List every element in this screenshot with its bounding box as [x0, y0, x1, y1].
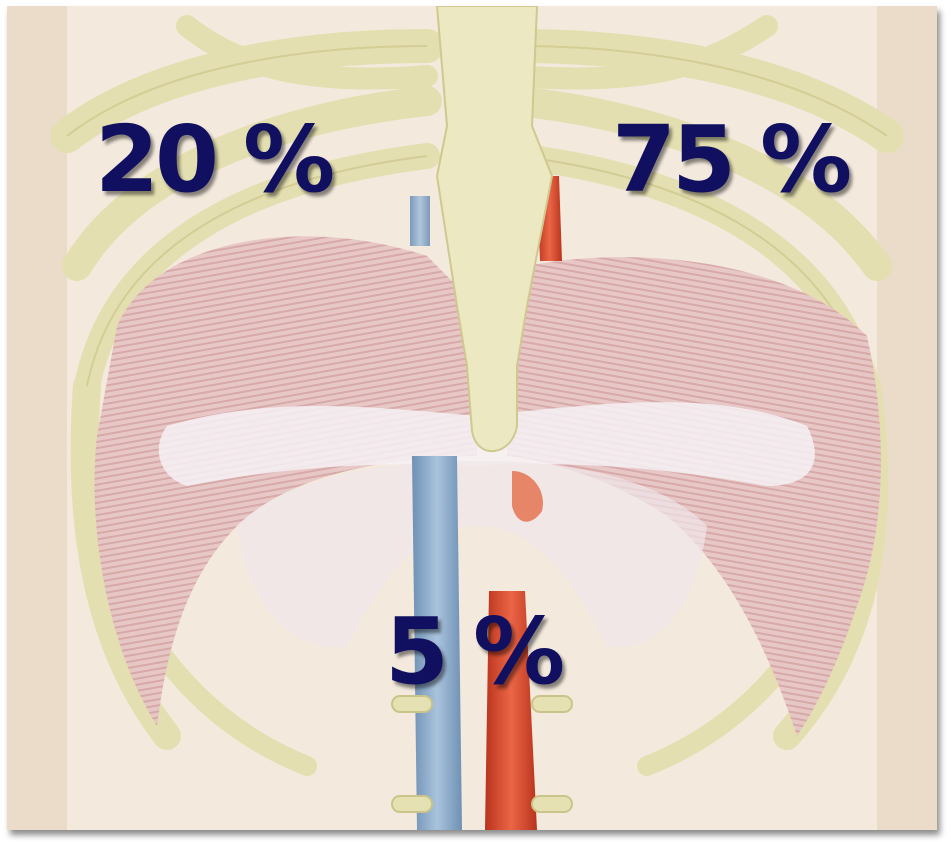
- illustration-frame: 20 % 75 % 5 %: [7, 6, 937, 830]
- percentage-label-right: 75 %: [612, 114, 848, 206]
- percentage-label-bottom: 5 %: [385, 606, 561, 698]
- percentage-label-left: 20 %: [95, 114, 331, 206]
- vena-cava: [410, 196, 430, 246]
